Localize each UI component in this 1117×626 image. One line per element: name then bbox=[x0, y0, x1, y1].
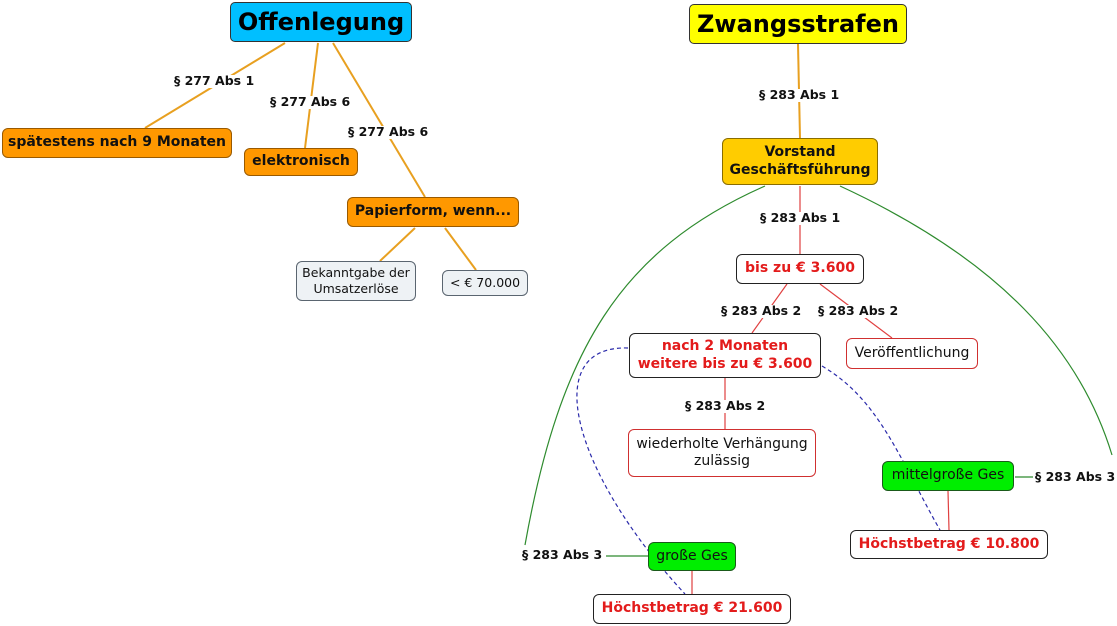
node-veroeffentlichung[interactable]: Veröffentlichung bbox=[846, 338, 978, 369]
link-offenlegung-elektronisch bbox=[304, 42, 319, 149]
link-mittelgross-hoechst10800 bbox=[947, 490, 950, 531]
label-277-abs1: § 277 Abs 1 bbox=[172, 73, 257, 88]
link-offenlegung-papierform bbox=[332, 42, 426, 198]
node-grosseGes[interactable]: große Ges bbox=[648, 542, 736, 571]
label-283-abs2-veroeffentlichung: § 283 Abs 2 bbox=[816, 303, 901, 318]
link-papierform-unter70000 bbox=[444, 227, 477, 271]
node-vorstand[interactable]: Vorstand Geschäftsführung bbox=[722, 138, 878, 185]
node-hoechst21600[interactable]: Höchstbetrag € 21.600 bbox=[593, 594, 791, 624]
node-elektronisch[interactable]: elektronisch bbox=[244, 148, 358, 176]
dashed-links bbox=[576, 347, 941, 595]
label-277-abs6-papierform: § 277 Abs 6 bbox=[346, 124, 431, 139]
label-283-abs2-wiederholte: § 283 Abs 2 bbox=[683, 398, 768, 413]
node-papierform[interactable]: Papierform, wenn... bbox=[347, 197, 519, 227]
node-bekanntgabe[interactable]: Bekanntgabe der Umsatzerlöse bbox=[296, 261, 416, 301]
label-283-abs2-nach2monaten: § 283 Abs 2 bbox=[719, 303, 804, 318]
node-unter70000[interactable]: < € 70.000 bbox=[442, 270, 528, 296]
node-spaetestens[interactable]: spätestens nach 9 Monaten bbox=[2, 128, 232, 158]
node-zwangsstrafen[interactable]: Zwangsstrafen bbox=[689, 4, 907, 44]
label-283-abs1-bis3600: § 283 Abs 1 bbox=[758, 210, 843, 225]
node-offenlegung[interactable]: Offenlegung bbox=[230, 2, 412, 42]
link-vorstand-grosseGes bbox=[524, 185, 766, 546]
node-wiederholte[interactable]: wiederholte Verhängung zulässig bbox=[628, 429, 816, 477]
node-bis3600[interactable]: bis zu € 3.600 bbox=[736, 254, 864, 284]
dashed-nach2monaten-grosseGes bbox=[576, 347, 686, 595]
node-nach2monaten[interactable]: nach 2 Monaten weitere bis zu € 3.600 bbox=[629, 333, 821, 378]
node-mittelgross[interactable]: mittelgroße Ges bbox=[882, 461, 1014, 491]
dashed-nach2monaten-hoechst10800 bbox=[821, 365, 941, 531]
label-283-abs3-grosseGes: § 283 Abs 3 bbox=[520, 547, 605, 562]
node-hoechst10800[interactable]: Höchstbetrag € 10.800 bbox=[850, 530, 1048, 559]
label-277-abs6-elektronisch: § 277 Abs 6 bbox=[268, 94, 353, 109]
green-links bbox=[524, 185, 1113, 557]
label-283-abs3-mittelgross: § 283 Abs 3 bbox=[1033, 469, 1117, 484]
link-vorstand-mittelgross bbox=[839, 185, 1113, 456]
label-283-abs1-vorstand: § 283 Abs 1 bbox=[757, 87, 842, 102]
link-papierform-bekanntgabe bbox=[379, 227, 416, 262]
